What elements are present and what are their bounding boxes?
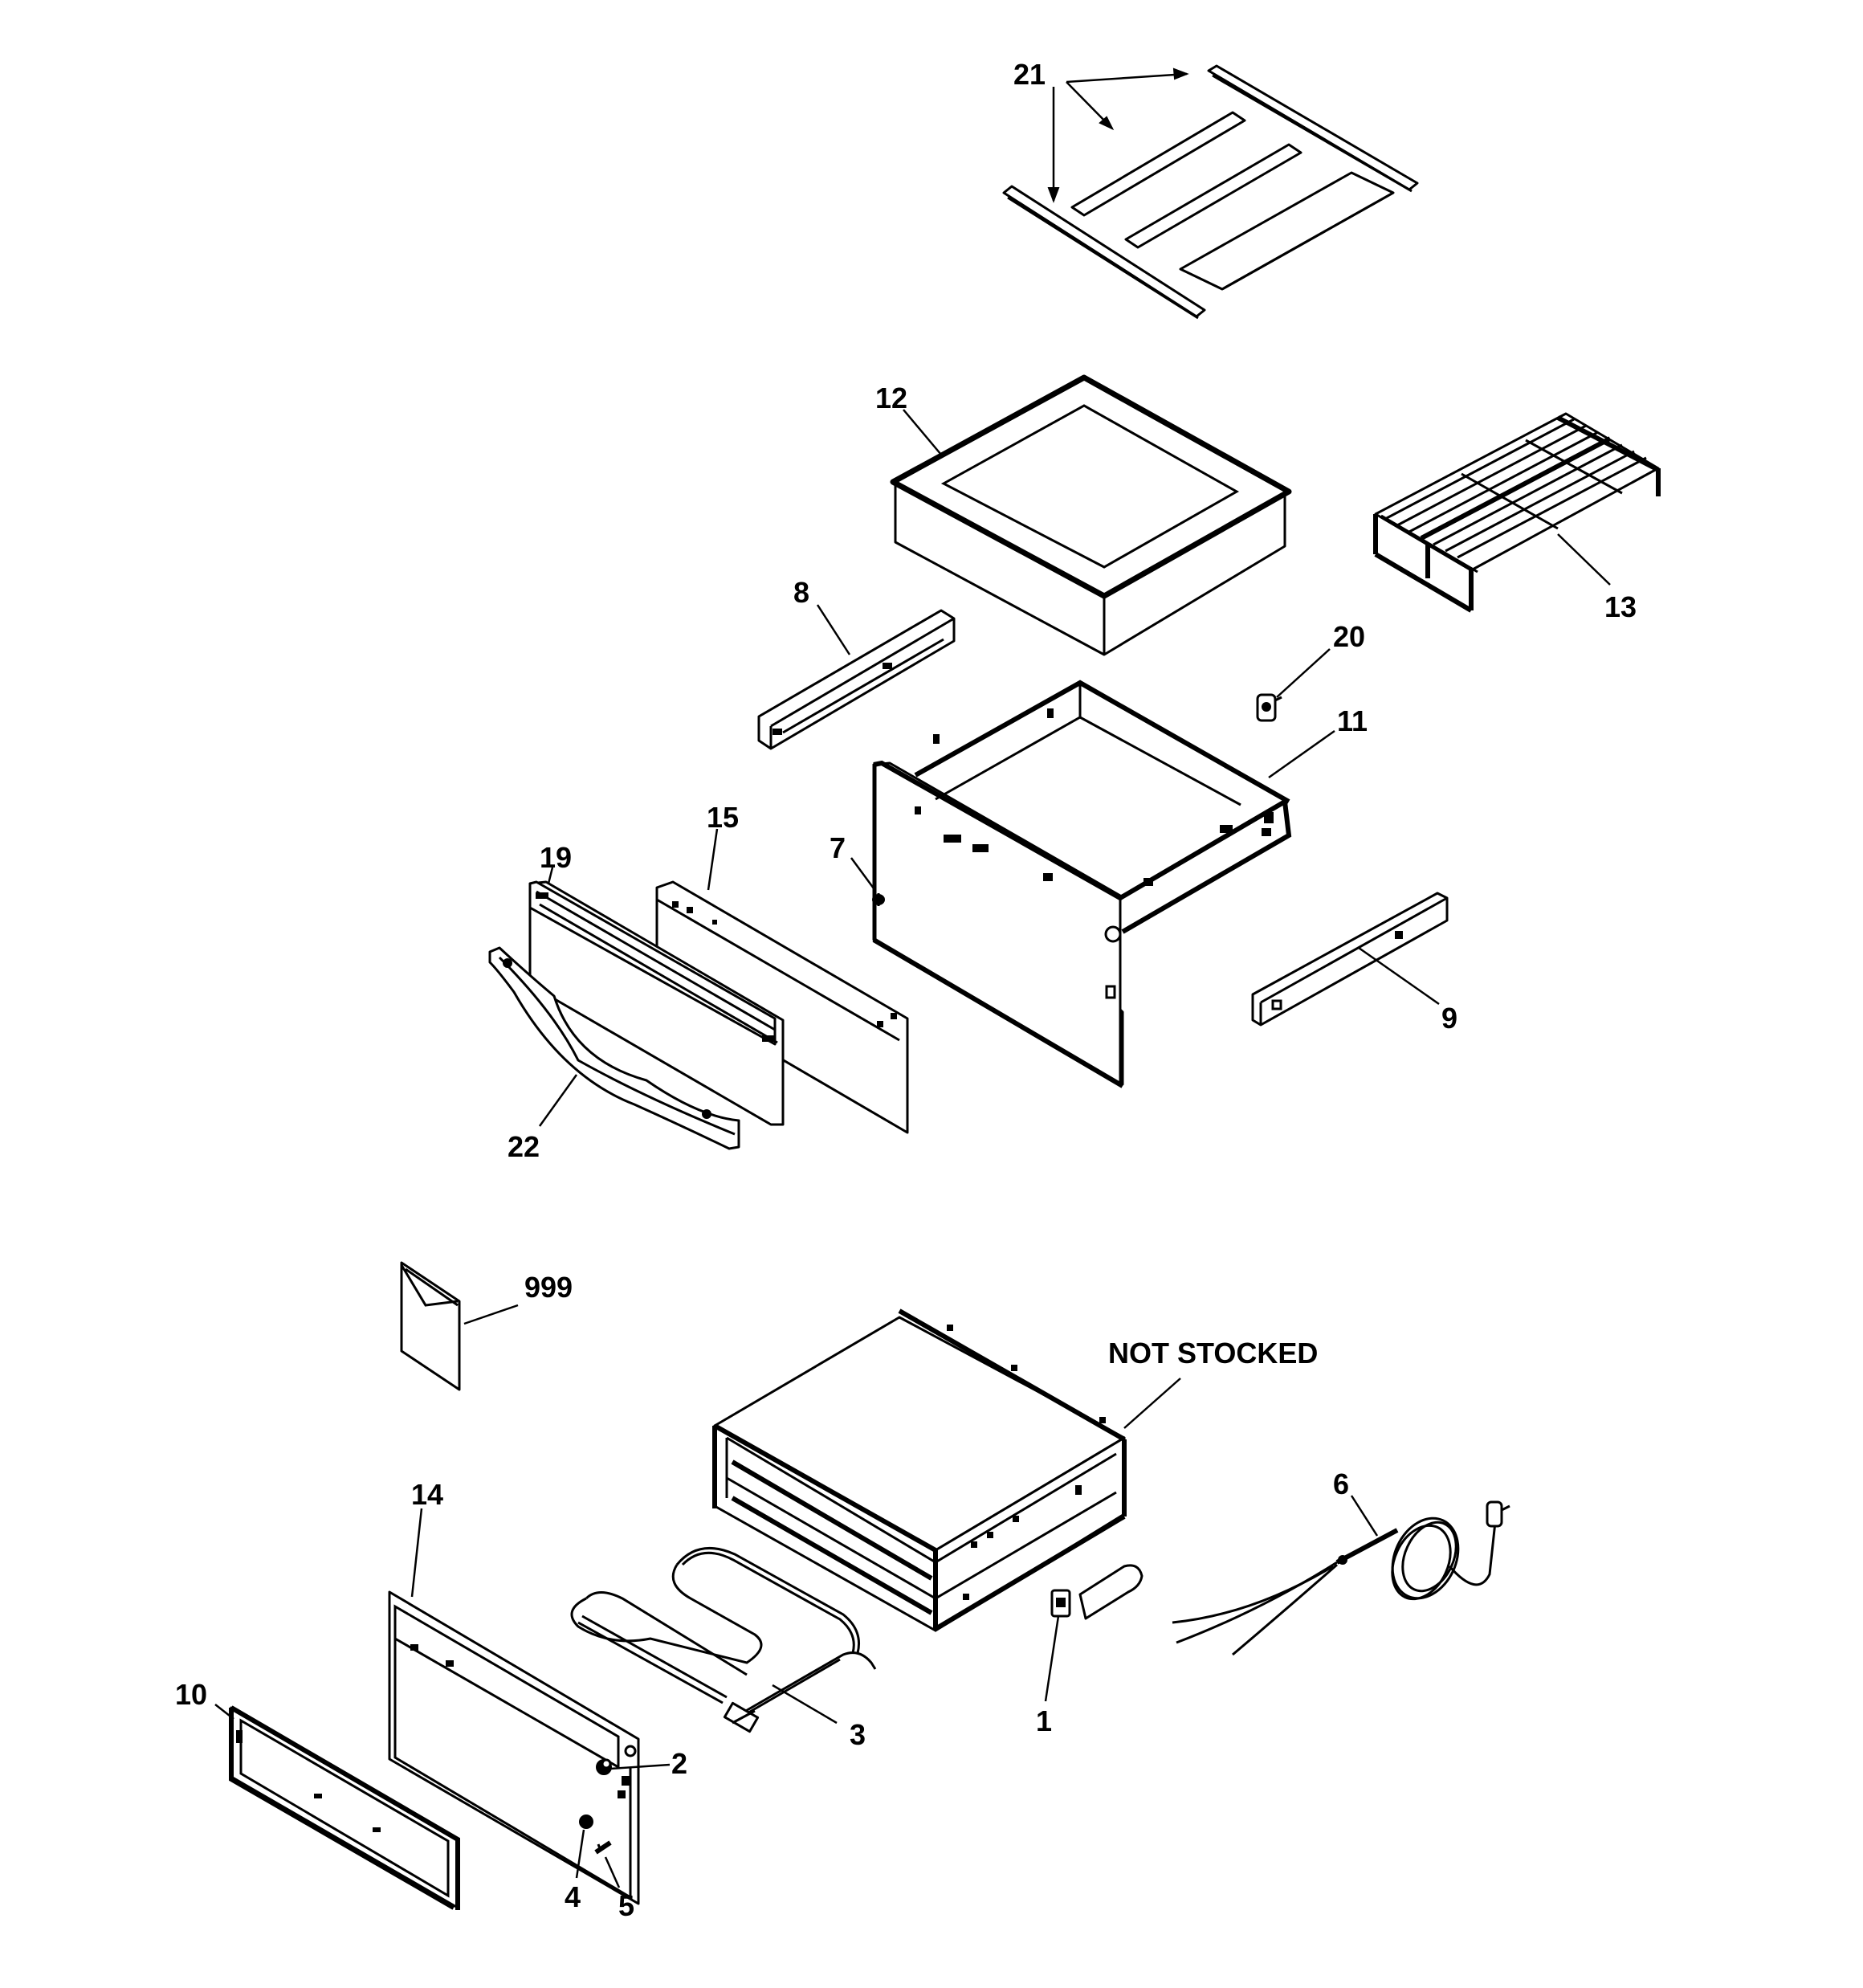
label-21: 21: [1013, 58, 1046, 91]
label-not-stocked: NOT STOCKED: [1108, 1337, 1318, 1370]
label-13: 13: [1604, 590, 1637, 623]
part-13-wire-shelf[interactable]: [1373, 412, 1661, 613]
leader-13: [1557, 533, 1611, 586]
label-12: 12: [875, 382, 907, 414]
leader-10: [214, 1704, 234, 1720]
part-10-door-frame[interactable]: [229, 1705, 460, 1910]
part-1-switch[interactable]: [1050, 1564, 1143, 1620]
part-4-grommet[interactable]: [579, 1815, 593, 1829]
part-21-leaders: [1047, 67, 1189, 203]
leader-2: [609, 1763, 671, 1770]
leader-15: [707, 828, 719, 891]
label-20: 20: [1333, 620, 1365, 653]
label-3: 3: [850, 1718, 866, 1751]
part-7-screw[interactable]: [872, 893, 885, 906]
label-2: 2: [671, 1747, 687, 1780]
part-999-literature[interactable]: [400, 1261, 461, 1391]
leader-14: [410, 1508, 423, 1598]
label-11: 11: [1337, 704, 1368, 737]
label-999: 999: [524, 1271, 573, 1304]
label-15: 15: [707, 801, 739, 834]
leader-11: [1268, 729, 1335, 779]
part-3-heating-element[interactable]: [570, 1546, 877, 1733]
leader-4: [575, 1829, 585, 1879]
leader-3: [772, 1684, 838, 1725]
part-outer-case[interactable]: [712, 1308, 1127, 1632]
part-6-power-cord[interactable]: [1172, 1500, 1510, 1656]
leader-12: [903, 409, 942, 455]
label-10: 10: [175, 1678, 207, 1711]
part-20-clip[interactable]: [1256, 693, 1282, 722]
leader-19: [547, 867, 554, 884]
leader-5: [604, 1856, 621, 1888]
leader-7: [850, 857, 875, 889]
label-6: 6: [1333, 1468, 1349, 1500]
part-2-knob[interactable]: [596, 1758, 612, 1775]
leader-999: [463, 1304, 519, 1325]
part-12-pan[interactable]: [890, 374, 1292, 656]
label-5: 5: [618, 1889, 634, 1922]
leader-9: [1358, 946, 1440, 1006]
part-9-slide-rail[interactable]: [1251, 892, 1449, 1027]
leader-20: [1276, 648, 1331, 698]
part-8-slide-rail[interactable]: [757, 609, 956, 750]
label-1: 1: [1036, 1704, 1052, 1737]
part-5-screw[interactable]: [594, 1840, 612, 1855]
label-4: 4: [565, 1880, 581, 1913]
part-21-rails[interactable]: [1002, 64, 1419, 320]
label-19: 19: [540, 841, 572, 874]
label-14: 14: [411, 1478, 443, 1511]
leader-8: [816, 604, 851, 655]
part-11-drawer-frame[interactable]: [872, 680, 1292, 1088]
label-9: 9: [1441, 1002, 1457, 1035]
label-8: 8: [793, 576, 809, 609]
leader-22: [538, 1074, 578, 1127]
part-22-handle[interactable]: [488, 946, 740, 1150]
label-7: 7: [830, 831, 846, 864]
label-22: 22: [508, 1130, 540, 1163]
leader-6: [1350, 1495, 1379, 1537]
leader-1: [1044, 1615, 1060, 1702]
leader-not-stocked: [1123, 1378, 1181, 1429]
part-14-inner-panel[interactable]: [388, 1590, 640, 1905]
